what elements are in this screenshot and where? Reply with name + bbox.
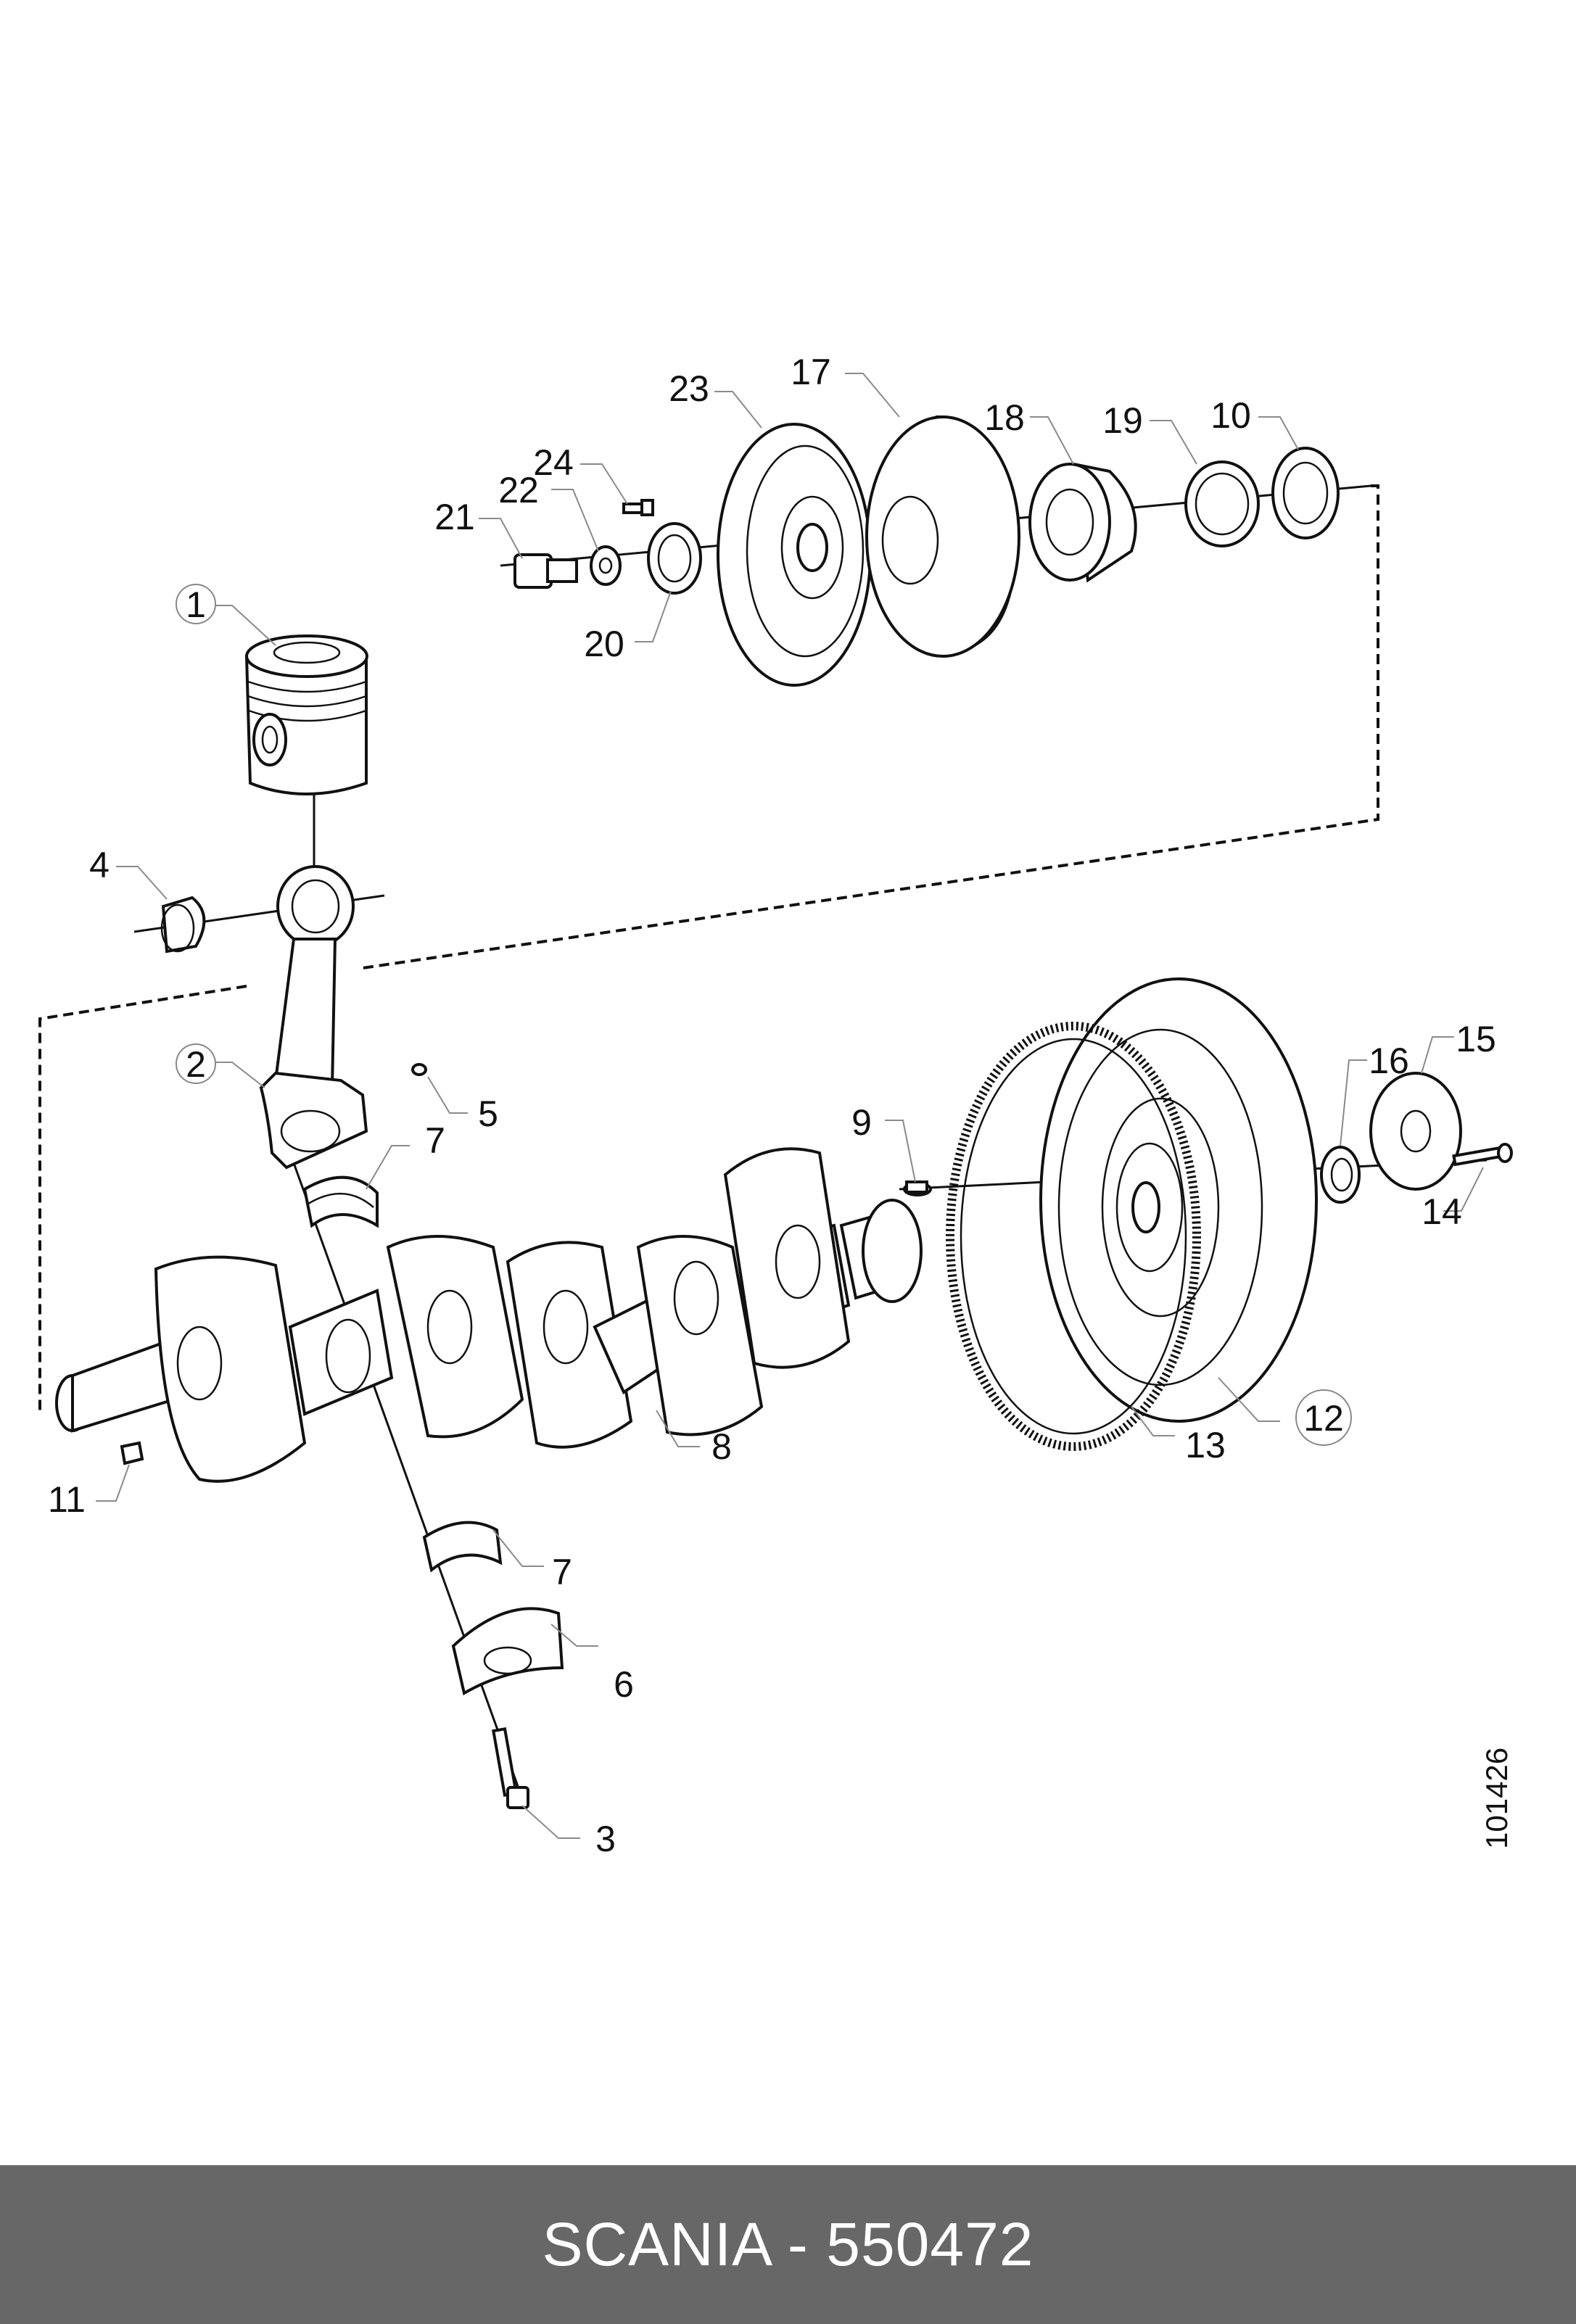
connecting-rod-bushing — [160, 896, 206, 954]
footer-part-title: SCANIA - 550472 — [542, 2210, 1034, 2278]
rod-bearing-axis — [289, 1152, 524, 1799]
ring-gear — [946, 1022, 1201, 1451]
pulley-23 — [717, 423, 872, 687]
callout-17: 17 — [791, 352, 831, 392]
callout-14: 14 — [1422, 1191, 1462, 1232]
connecting-rod-cap — [451, 1607, 564, 1696]
callout-19: 19 — [1102, 400, 1143, 441]
callout-22: 22 — [498, 470, 539, 510]
callouts: 1 2 3 4 5 6 7 7 8 9 10 11 12 13 14 15 16… — [48, 352, 1496, 1859]
pin-9 — [905, 1180, 928, 1194]
callout-23: 23 — [669, 368, 709, 409]
flywheel-washer-plate — [1369, 1072, 1462, 1191]
connecting-rod-bolt — [491, 1727, 529, 1809]
bearing-shell-lower — [422, 1521, 503, 1573]
footer-bar: SCANIA - 550472 — [0, 2165, 1576, 2324]
drawing-code: 101426 — [1480, 1748, 1514, 1849]
callout-12: 12 — [1303, 1398, 1344, 1439]
callout-20: 20 — [584, 624, 624, 664]
washer-22 — [590, 545, 622, 586]
vibration-damper-17 — [865, 415, 1020, 658]
callout-24: 24 — [533, 442, 574, 483]
callout-7-upper: 7 — [425, 1120, 445, 1161]
callout-6: 6 — [614, 1664, 634, 1705]
callout-circle-1 — [176, 584, 216, 624]
bolt-21 — [513, 553, 578, 589]
bearing-shell-upper — [302, 1175, 379, 1228]
dowel-pin — [411, 1063, 427, 1076]
callout-1: 1 — [186, 584, 206, 625]
screw-24 — [622, 499, 654, 516]
callout-3: 3 — [595, 1819, 616, 1859]
crankshaft-rear-seal — [1320, 1146, 1361, 1204]
hub-18 — [1028, 462, 1137, 583]
callout-21: 21 — [434, 497, 475, 537]
callout-5: 5 — [478, 1093, 498, 1134]
piston — [244, 634, 368, 795]
woodruff-key — [120, 1441, 144, 1465]
callout-4: 4 — [89, 845, 110, 885]
callout-7-lower: 7 — [552, 1552, 572, 1592]
callout-18: 18 — [984, 397, 1025, 438]
callout-16: 16 — [1369, 1041, 1409, 1081]
exploded-parts-diagram: 1 2 3 4 5 6 7 7 8 9 10 11 12 13 14 15 16… — [38, 352, 1514, 1859]
flywheel-bolt — [1452, 1143, 1513, 1167]
callout-13: 13 — [1185, 1425, 1226, 1465]
spacer-20 — [647, 522, 702, 595]
callout-11: 11 — [48, 1479, 86, 1520]
assembly-dash-line-lower — [38, 985, 247, 1414]
callout-15: 15 — [1456, 1019, 1496, 1059]
callout-2: 2 — [186, 1044, 206, 1085]
callout-9: 9 — [851, 1102, 872, 1143]
callout-circle-12 — [1295, 1389, 1352, 1446]
connecting-rod — [259, 865, 368, 1170]
callout-8: 8 — [711, 1426, 732, 1467]
flywheel — [1039, 977, 1318, 1423]
callout-circle-2 — [176, 1043, 216, 1084]
leader-lines — [96, 373, 1484, 1839]
callout-10: 10 — [1210, 395, 1251, 436]
gear-10 — [1271, 447, 1340, 539]
seal-ring-19 — [1184, 460, 1260, 547]
crankshaft — [55, 1147, 932, 1483]
assembly-dash-line-upper — [362, 484, 1379, 969]
